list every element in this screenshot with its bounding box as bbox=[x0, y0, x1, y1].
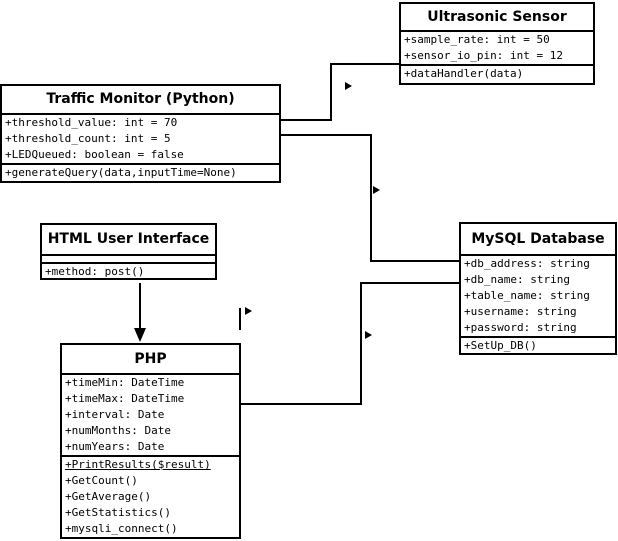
methods-section: +method: post() bbox=[42, 264, 215, 280]
class-title: MySQL Database bbox=[461, 224, 615, 256]
direction-marker-php-mysql bbox=[365, 331, 372, 339]
attribute-row: +sensor_io_pin: int = 12 bbox=[404, 49, 563, 62]
arrowhead-html-php bbox=[134, 328, 146, 342]
class-box-php[interactable]: PHP +timeMin: DateTime +timeMax: DateTim… bbox=[60, 343, 241, 539]
methods-section: +SetUp_DB() bbox=[461, 338, 615, 354]
attribute-row: +sample_rate: int = 50 bbox=[404, 33, 550, 46]
method-row: +SetUp_DB() bbox=[464, 339, 537, 352]
methods-section: +dataHandler(data) bbox=[401, 66, 593, 82]
method-row: +mysqli_connect() bbox=[65, 522, 178, 535]
stray-direction-marker bbox=[245, 307, 252, 315]
methods-section: +PrintResults($result) +GetCount() +GetA… bbox=[62, 457, 239, 537]
attribute-row: +db_name: string bbox=[464, 273, 570, 286]
method-row: +GetAverage() bbox=[65, 490, 152, 503]
method-row: +GetCount() bbox=[65, 474, 138, 487]
attribute-row: +LEDQueued: boolean = false bbox=[5, 148, 184, 161]
direction-marker-traffic-mysql bbox=[373, 186, 380, 194]
static-method-row: +PrintResults($result) bbox=[65, 458, 211, 471]
method-row: +method: post() bbox=[45, 265, 145, 278]
class-box-mysql-database[interactable]: MySQL Database +db_address: string +db_n… bbox=[459, 222, 617, 355]
class-title: Ultrasonic Sensor bbox=[401, 4, 593, 32]
attributes-section: +sample_rate: int = 50 +sensor_io_pin: i… bbox=[401, 32, 593, 66]
attribute-row: +numMonths: Date bbox=[65, 424, 171, 437]
attributes-section bbox=[42, 256, 215, 264]
class-box-ultrasonic-sensor[interactable]: Ultrasonic Sensor +sample_rate: int = 50… bbox=[399, 2, 595, 85]
attribute-row: +numYears: Date bbox=[65, 440, 165, 453]
attribute-row: +threshold_count: int = 5 bbox=[5, 132, 171, 145]
attributes-section: +timeMin: DateTime +timeMax: DateTime +i… bbox=[62, 375, 239, 457]
attribute-row: +timeMin: DateTime bbox=[65, 376, 185, 389]
connector-traffic-ultrasonic bbox=[281, 63, 399, 121]
class-title: Traffic Monitor (Python) bbox=[2, 86, 279, 115]
attribute-row: +db_address: string bbox=[464, 257, 590, 270]
class-box-traffic-monitor[interactable]: Traffic Monitor (Python) +threshold_valu… bbox=[0, 84, 281, 183]
attribute-row: +username: string bbox=[464, 305, 577, 318]
connector-php-mysql bbox=[241, 282, 459, 405]
direction-marker-traffic-ultrasonic bbox=[345, 82, 352, 90]
class-title: HTML User Interface bbox=[42, 225, 215, 256]
method-row: +generateQuery(data,inputTime=None) bbox=[5, 166, 237, 179]
methods-section: +generateQuery(data,inputTime=None) bbox=[2, 165, 279, 181]
attributes-section: +threshold_value: int = 70 +threshold_co… bbox=[2, 115, 279, 165]
attribute-row: +threshold_value: int = 70 bbox=[5, 116, 178, 129]
attributes-section: +db_address: string +db_name: string +ta… bbox=[461, 256, 615, 338]
attribute-row: +timeMax: DateTime bbox=[65, 392, 185, 405]
attribute-row: +table_name: string bbox=[464, 289, 590, 302]
connector-traffic-mysql bbox=[281, 134, 459, 262]
class-title: PHP bbox=[62, 345, 239, 375]
method-row: +GetStatistics() bbox=[65, 506, 171, 519]
class-box-html-user-interface[interactable]: HTML User Interface +method: post() bbox=[40, 223, 217, 280]
attribute-row: +interval: Date bbox=[65, 408, 165, 421]
attribute-row: +password: string bbox=[464, 321, 577, 334]
method-row: +dataHandler(data) bbox=[404, 67, 524, 80]
